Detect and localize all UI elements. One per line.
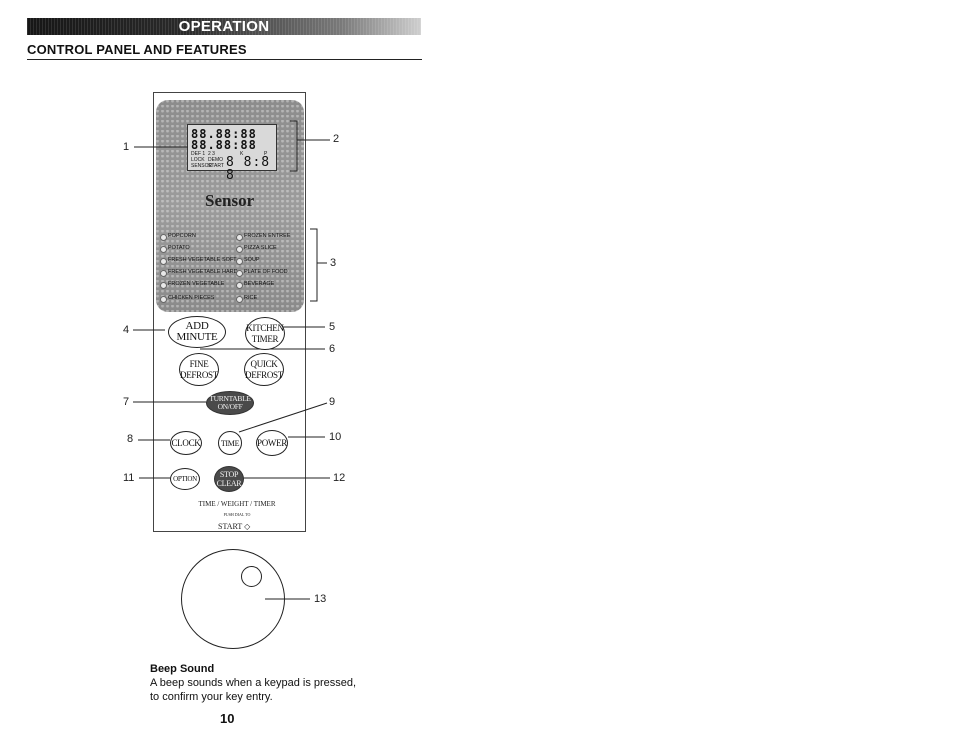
clear-label: CLEAR bbox=[216, 479, 242, 488]
lcd-label-start: START bbox=[208, 163, 224, 169]
lcd-label-sensor: SENSOR bbox=[191, 163, 213, 169]
callout-8: 8 bbox=[127, 433, 134, 445]
fine-label: FINE bbox=[189, 358, 209, 369]
indicator-dot bbox=[236, 296, 243, 303]
menu-item-pizza-slice[interactable]: PIZZA SLICE bbox=[244, 245, 277, 251]
indicator-dot bbox=[160, 270, 167, 277]
quick-label: QUICK bbox=[250, 358, 278, 369]
lcd-segments-top: 88.88:88 bbox=[191, 127, 257, 141]
section-divider bbox=[27, 59, 422, 60]
fine-defrost-button[interactable]: FINE DEFROST bbox=[179, 353, 219, 386]
kitchen-label: KITCHEN bbox=[246, 322, 284, 333]
dial-knob[interactable] bbox=[181, 549, 285, 649]
header-title: OPERATION bbox=[178, 18, 270, 35]
sensor-title: Sensor bbox=[205, 191, 255, 210]
callout-13: 13 bbox=[314, 593, 327, 605]
dial-knob-indicator bbox=[241, 566, 262, 587]
section-title: CONTROL PANEL AND FEATURES bbox=[27, 42, 247, 57]
fine-defrost-label: DEFROST bbox=[180, 369, 218, 380]
lcd-label-lock: LOCK bbox=[191, 157, 205, 163]
menu-item-soup[interactable]: SOUP bbox=[244, 257, 260, 263]
callout-2: 2 bbox=[333, 133, 340, 145]
power-button[interactable]: POWER bbox=[256, 430, 288, 456]
kitchen-timer-button[interactable]: KITCHEN TIMER bbox=[245, 317, 285, 350]
section-header-bar: OPERATION bbox=[27, 18, 421, 35]
menu-item-frozen-entree[interactable]: FROZEN ENTREE bbox=[244, 233, 291, 239]
callout-11: 11 bbox=[123, 472, 135, 484]
indicator-dot bbox=[160, 258, 167, 265]
lcd-label-23: 2 3 bbox=[208, 151, 215, 157]
power-label: POWER bbox=[257, 437, 288, 448]
option-button[interactable]: OPTION bbox=[170, 468, 200, 490]
callout-4: 4 bbox=[123, 324, 130, 336]
quick-defrost-button[interactable]: QUICK DEFROST bbox=[244, 353, 284, 386]
indicator-dot bbox=[236, 246, 243, 253]
menu-item-rice[interactable]: RICE bbox=[244, 295, 258, 301]
menu-item-beverage[interactable]: BEVERAGE bbox=[244, 281, 275, 287]
menu-item-fresh-vegetable-hard[interactable]: FRESH VEGETABLE HARD bbox=[168, 269, 238, 275]
menu-item-frozen-vegetable[interactable]: FROZEN VEGETABLE bbox=[168, 281, 225, 287]
lcd-label-k: K bbox=[240, 151, 244, 157]
stop-clear-button[interactable]: STOP CLEAR bbox=[214, 466, 244, 492]
quick-defrost-label: DEFROST bbox=[245, 369, 283, 380]
add-minute-button[interactable]: ADD MINUTE bbox=[168, 316, 226, 348]
turntable-button[interactable]: TURNTABLE ON/OFF bbox=[206, 391, 254, 415]
callout-1: 1 bbox=[123, 141, 130, 153]
indicator-dot bbox=[160, 246, 167, 253]
indicator-dot bbox=[236, 270, 243, 277]
option-label: OPTION bbox=[173, 474, 197, 483]
dial-sub-label: PUSH DIAL TO bbox=[223, 512, 251, 517]
beep-sound-text-line-2: to confirm your key entry. bbox=[150, 691, 273, 703]
callout-12: 12 bbox=[333, 472, 346, 484]
dial-start-label: START ◇ bbox=[218, 522, 251, 531]
turntable-label: TURNTABLE bbox=[209, 394, 251, 403]
beep-sound-title: Beep Sound bbox=[150, 663, 215, 675]
clock-button[interactable]: CLOCK bbox=[170, 431, 202, 455]
add-minute-label: ADD MINUTE bbox=[176, 320, 218, 343]
menu-item-popcorn[interactable]: POPCORN bbox=[168, 233, 196, 239]
stop-label: STOP bbox=[219, 470, 239, 479]
indicator-dot bbox=[160, 234, 167, 241]
lcd-label-demo: DEMO bbox=[208, 157, 223, 163]
indicator-dot bbox=[236, 282, 243, 289]
indicator-dot bbox=[236, 234, 243, 241]
lcd-label-p: P bbox=[264, 151, 268, 157]
menu-item-potato[interactable]: POTATO bbox=[168, 245, 190, 251]
indicator-dot bbox=[236, 258, 243, 265]
dial-arc-label: TIME / WEIGHT / TIMER bbox=[198, 500, 276, 508]
page-number: 10 bbox=[220, 711, 235, 726]
menu-item-fresh-vegetable-soft[interactable]: FRESH VEGETABLE SOFT bbox=[168, 257, 237, 263]
clock-label: CLOCK bbox=[171, 437, 201, 448]
callout-9: 9 bbox=[329, 396, 336, 408]
lcd-segments-mid: 88.88:88 bbox=[191, 138, 257, 152]
lcd-digits: 8 8:8 8 bbox=[226, 155, 271, 183]
indicator-dot bbox=[160, 296, 167, 303]
timer-label: TIMER bbox=[251, 333, 279, 344]
callout-7: 7 bbox=[123, 396, 130, 408]
time-button[interactable]: TIME bbox=[218, 431, 242, 455]
callout-10: 10 bbox=[329, 431, 342, 443]
menu-item-chicken-pieces[interactable]: CHICKEN PIECES bbox=[168, 295, 215, 301]
on-off-label: ON/OFF bbox=[217, 402, 243, 411]
callout-3: 3 bbox=[330, 257, 337, 269]
lcd-display: 88.88:88 88.88:88 DEF 1 LOCK SENSOR 2 3 … bbox=[187, 124, 277, 182]
callout-5: 5 bbox=[329, 321, 336, 333]
beep-sound-text-line-1: A beep sounds when a keypad is pressed, bbox=[150, 677, 357, 689]
indicator-dot bbox=[160, 282, 167, 289]
menu-item-plate-of-food[interactable]: PLATE OF FOOD bbox=[244, 269, 288, 275]
callout-6: 6 bbox=[329, 343, 336, 355]
time-label: TIME bbox=[220, 438, 240, 448]
lcd-label-def: DEF 1 bbox=[191, 151, 206, 157]
